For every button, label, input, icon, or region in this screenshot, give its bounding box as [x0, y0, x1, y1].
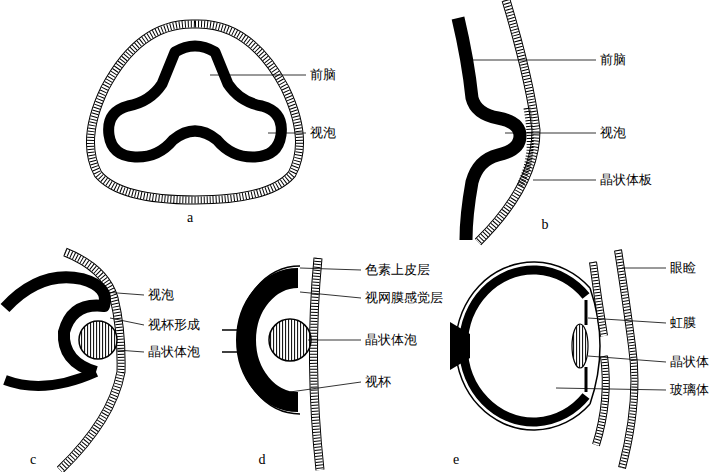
panel-letter: c — [30, 452, 36, 469]
panel-letter: b — [542, 217, 549, 234]
structure-label: 视杯形成 — [148, 317, 200, 333]
structure-label: 晶状体泡 — [148, 344, 200, 360]
panel-letter: a — [187, 210, 193, 227]
structure-label: 视杯 — [365, 374, 391, 390]
panel-e — [450, 250, 666, 468]
panel-b — [458, 0, 596, 242]
structure-label: 晶状体 — [670, 354, 709, 370]
structure-label: 虹膜 — [670, 315, 696, 331]
structure-label: 视网膜感觉层 — [365, 290, 443, 306]
panel-a — [90, 24, 306, 200]
structure-label: 前脑 — [310, 67, 336, 83]
structure-label: 色素上皮层 — [365, 262, 430, 278]
panel-letter: e — [453, 452, 459, 469]
structure-label: 玻璃体 — [670, 382, 709, 398]
structure-label: 晶状体板 — [600, 172, 652, 188]
structure-label: 视泡 — [148, 287, 174, 303]
panel-letter: d — [259, 452, 266, 469]
structure-label: 视泡 — [600, 125, 626, 141]
structure-label: 眼睑 — [670, 260, 696, 276]
panel-c — [5, 252, 144, 470]
structure-label: 晶状体泡 — [365, 332, 417, 348]
structure-label: 视泡 — [310, 125, 336, 141]
structure-label: 前脑 — [600, 52, 626, 68]
panel-d — [222, 258, 361, 470]
